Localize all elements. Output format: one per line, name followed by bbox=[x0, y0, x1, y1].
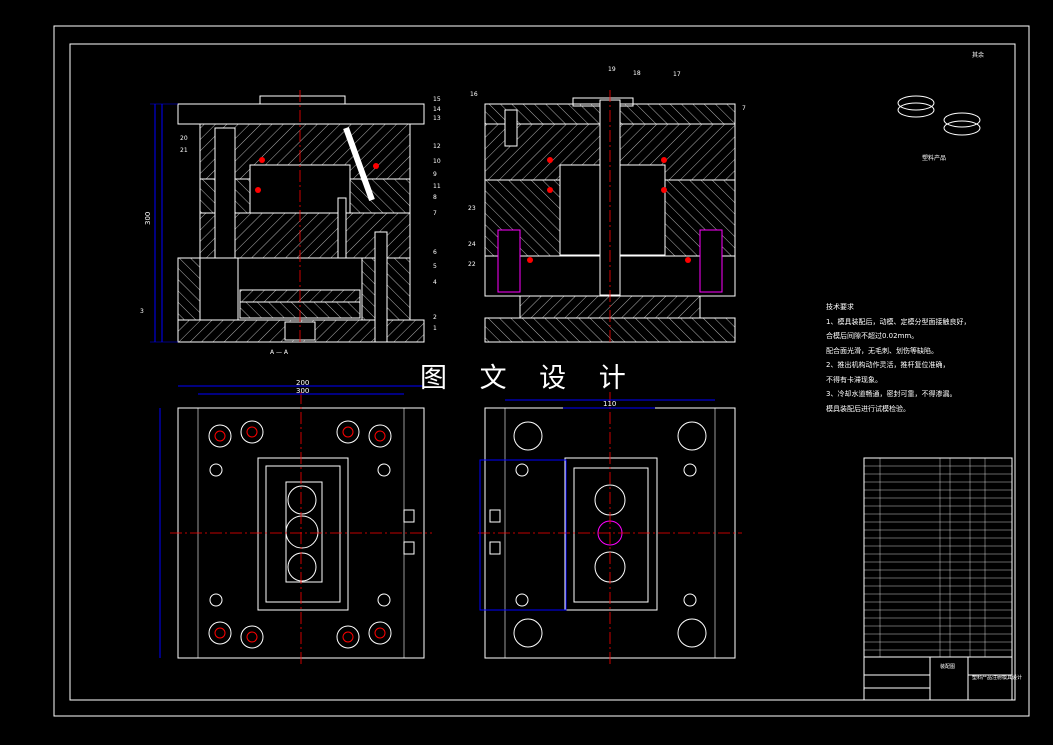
leader-label: 8 bbox=[433, 194, 437, 201]
watermark: 图 文 设 计 bbox=[420, 363, 638, 394]
sheet-label: 装配图 bbox=[940, 663, 955, 670]
leader-label: 5 bbox=[433, 263, 437, 270]
leader-label: 22 bbox=[468, 261, 476, 268]
note-line: 1、模具装配后，动模、定模分型面接触良好， bbox=[826, 317, 971, 326]
leader-label: 3 bbox=[140, 308, 144, 315]
left-section-view bbox=[150, 90, 425, 345]
leader-label: 17 bbox=[673, 71, 681, 78]
note-line: 合模后间隙不超过0.02mm。 bbox=[826, 332, 919, 340]
leader-label: 21 bbox=[180, 147, 188, 154]
leader-label: 23 bbox=[468, 205, 476, 212]
leader-label: 15 bbox=[433, 96, 441, 103]
note-line: 模具装配后进行试模检验。 bbox=[826, 404, 910, 413]
note-line: 配合面光滑，无毛刺、划伤等缺陷。 bbox=[826, 346, 938, 355]
leader-label: 1 bbox=[433, 325, 437, 332]
note-line: 不得有卡滞现象。 bbox=[826, 375, 882, 384]
leader-label: 19 bbox=[608, 66, 616, 73]
leader-label: 4 bbox=[433, 279, 437, 286]
leader-label: 6 bbox=[433, 249, 437, 256]
leader-label: 2 bbox=[433, 314, 437, 321]
note-line: 3、冷却水道畅通，密封可靠，不得渗漏。 bbox=[826, 390, 957, 398]
leader-label: 7 bbox=[433, 210, 437, 217]
leader-label: 10 bbox=[433, 158, 441, 165]
drawing-title: 塑料产品注射模具设计 bbox=[972, 674, 1022, 681]
product-sketch bbox=[897, 95, 981, 136]
notes-title: 技术要求 bbox=[826, 303, 854, 311]
section-label: A — A bbox=[270, 349, 289, 356]
note-line: 2、推出机构动作灵活，推杆复位准确， bbox=[826, 361, 950, 369]
dim-left-inner: 300 bbox=[296, 387, 309, 395]
surface-mark: 其余 bbox=[972, 52, 985, 59]
leader-label: 7 bbox=[742, 105, 746, 112]
product-caption: 塑料产品 bbox=[922, 155, 947, 162]
bom-table bbox=[864, 458, 1012, 657]
dim-left-outer: 200 bbox=[296, 379, 309, 387]
leader-label: 24 bbox=[468, 241, 476, 248]
right-section-view bbox=[484, 90, 736, 345]
leader-label: 16 bbox=[470, 91, 478, 98]
leader-label: 14 bbox=[433, 106, 441, 113]
technical-notes: 技术要求 1、模具装配后，动模、定模分型面接触良好， 合模后间隙不超过0.02m… bbox=[826, 300, 1006, 416]
left-plan-view bbox=[159, 385, 432, 665]
right-plan-view bbox=[478, 392, 742, 665]
leader-label: 9 bbox=[433, 171, 437, 178]
inner-border bbox=[69, 43, 1016, 701]
leader-label: 18 bbox=[633, 70, 641, 77]
leader-label: 20 bbox=[180, 135, 188, 142]
leader-label: 12 bbox=[433, 143, 441, 150]
leader-label: 13 bbox=[433, 115, 441, 122]
leader-label: 11 bbox=[433, 183, 441, 190]
dim-left-height: 300 bbox=[144, 212, 152, 225]
outer-border bbox=[53, 25, 1030, 717]
title-block: 塑料产品注射模具设计 装配图 bbox=[863, 457, 1022, 701]
dim-right-width: 110 bbox=[603, 400, 616, 408]
